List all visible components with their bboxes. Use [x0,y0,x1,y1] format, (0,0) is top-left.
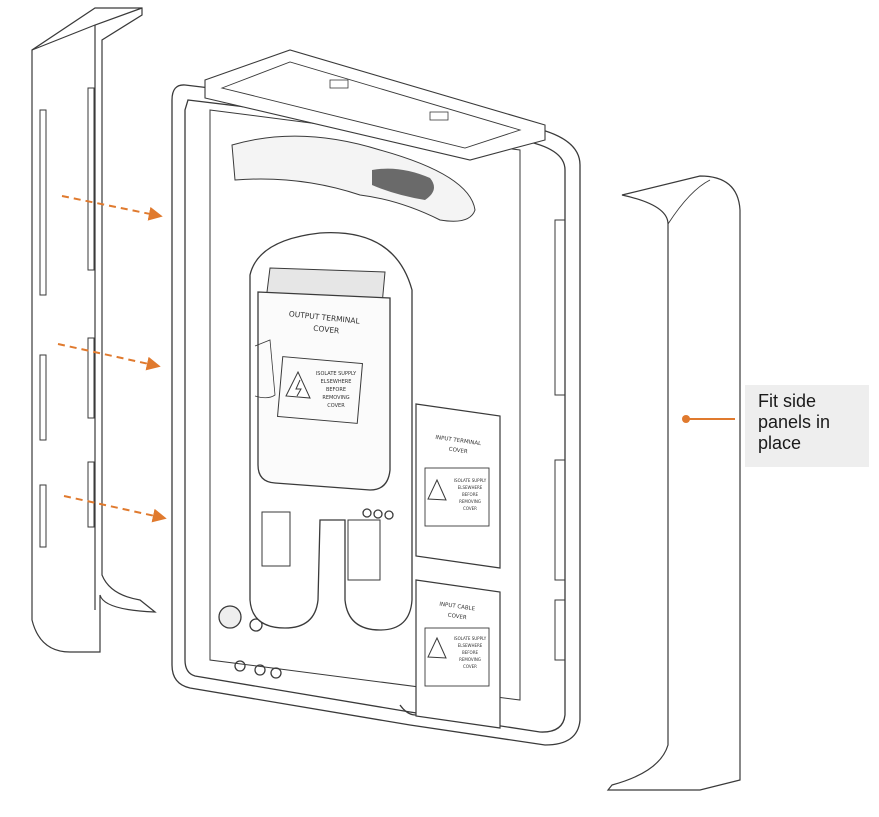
input-cable-warn-2: ELSEWHERE [458,643,483,648]
output-warn-2: ELSEWHERE [321,379,352,385]
enclosure-right-rails [554,219,566,661]
callout-leader [682,415,735,423]
input-terminal-warn-3: BEFORE [462,492,479,497]
input-terminal-cover: INPUT TERMINAL COVER ISOLATE SUPPLY ELSE… [415,403,501,569]
input-terminal-warn-2: ELSEWHERE [458,485,483,490]
output-warn-3: BEFORE [326,387,346,393]
input-cable-title-1: INPUT CABLE [439,602,476,613]
callout-box: Fit side panels in place [745,385,869,467]
input-terminal-warn-4: REMOVING [459,499,481,504]
output-cover-warning-plate: ISOLATE SUPPLY ELSEWHERE BEFORE REMOVING… [276,356,364,424]
output-cover-title-2: COVER [313,324,340,336]
input-cable-warn-1: ISOLATE SUPPLY [454,636,487,641]
output-warn-1: ISOLATE SUPPLY [316,371,357,377]
input-cable-warn-3: BEFORE [462,650,479,655]
input-cable-cover: INPUT CABLE COVER ISOLATE SUPPLY ELSEWHE… [415,579,501,729]
output-warn-5: COVER [327,403,345,409]
left-side-panel [31,7,157,653]
arrow-bottom [63,495,167,523]
output-terminal-housing: OUTPUT TERMINAL COVER ISOLATE SUPPLY ELS… [249,231,413,631]
input-cable-title-2: COVER [447,613,467,622]
output-warn-4: REMOVING [322,395,349,401]
fit-arrows [57,195,167,523]
input-terminal-warn-5: COVER [463,506,477,511]
arrow-top [61,195,163,221]
arrow-middle [57,343,161,371]
left-panel-slots [39,87,95,548]
hazard-bolt-icon [295,379,302,397]
input-cable-warn-4: REMOVING [459,657,481,662]
input-cable-warn-5: COVER [463,664,477,669]
right-side-panel [606,175,741,791]
input-terminal-warn-1: ISOLATE SUPPLY [454,478,487,483]
input-terminal-title-2: COVER [448,447,468,456]
callout-text: Fit side panels in place [758,391,831,453]
